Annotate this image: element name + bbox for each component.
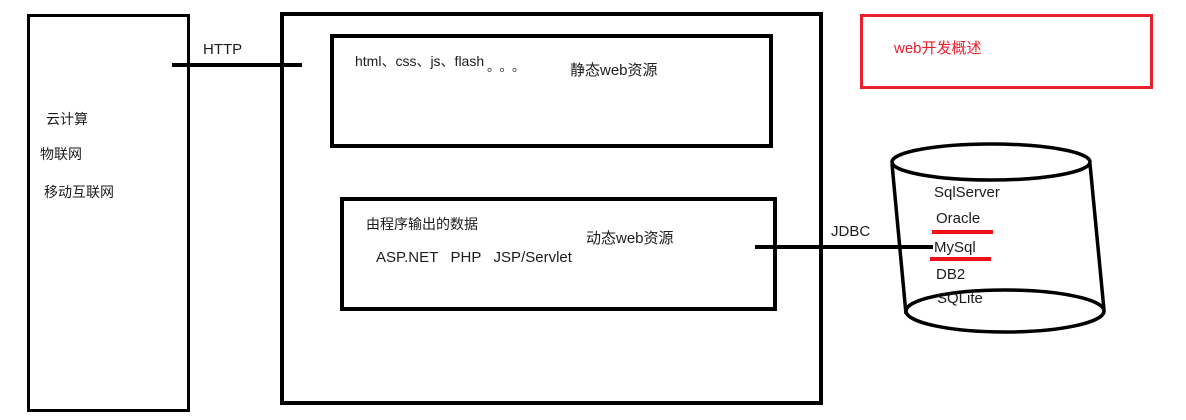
- db-item-mysql: MySql: [934, 239, 976, 256]
- dynamic-tech-list: ASP.NET PHP JSP/Servlet: [376, 249, 572, 266]
- jdbc-connector-line: [755, 245, 933, 249]
- client-item-mobile-internet: 移动互联网: [44, 184, 114, 200]
- jdbc-connector-label: JDBC: [831, 223, 871, 240]
- db-item-oracle: Oracle: [936, 210, 981, 227]
- static-resources-box: html、css、js、flash 。。。 静态web资源: [330, 34, 773, 148]
- dynamic-resources-label: 动态web资源: [586, 230, 674, 247]
- client-box: 云计算 物联网 移动互联网: [27, 14, 190, 412]
- db-item-db2: DB2: [936, 266, 966, 283]
- db-item-sqlserver: SqlServer: [934, 184, 1000, 201]
- db-item-sqlite: SQLite: [937, 290, 983, 307]
- static-tech-ellipsis: 。。。: [487, 59, 532, 74]
- client-item-cloud-computing: 云计算: [46, 111, 88, 127]
- http-connector-label: HTTP: [203, 41, 243, 58]
- title-box: web开发概述: [860, 14, 1153, 89]
- diagram-title: web开发概述: [894, 40, 982, 57]
- client-item-iot: 物联网: [40, 146, 82, 162]
- http-connector-line: [172, 63, 302, 67]
- dynamic-desc: 由程序输出的数据: [366, 216, 478, 232]
- web-server-box: [280, 12, 823, 405]
- static-tech-list: html、css、js、flash: [355, 53, 485, 69]
- database-cylinder-icon: [890, 142, 1106, 334]
- dynamic-resources-box: 由程序输出的数据 动态web资源 ASP.NET PHP JSP/Servlet: [340, 197, 777, 311]
- mysql-underline: [930, 257, 991, 261]
- oracle-underline: [932, 230, 993, 234]
- static-resources-label: 静态web资源: [570, 62, 658, 79]
